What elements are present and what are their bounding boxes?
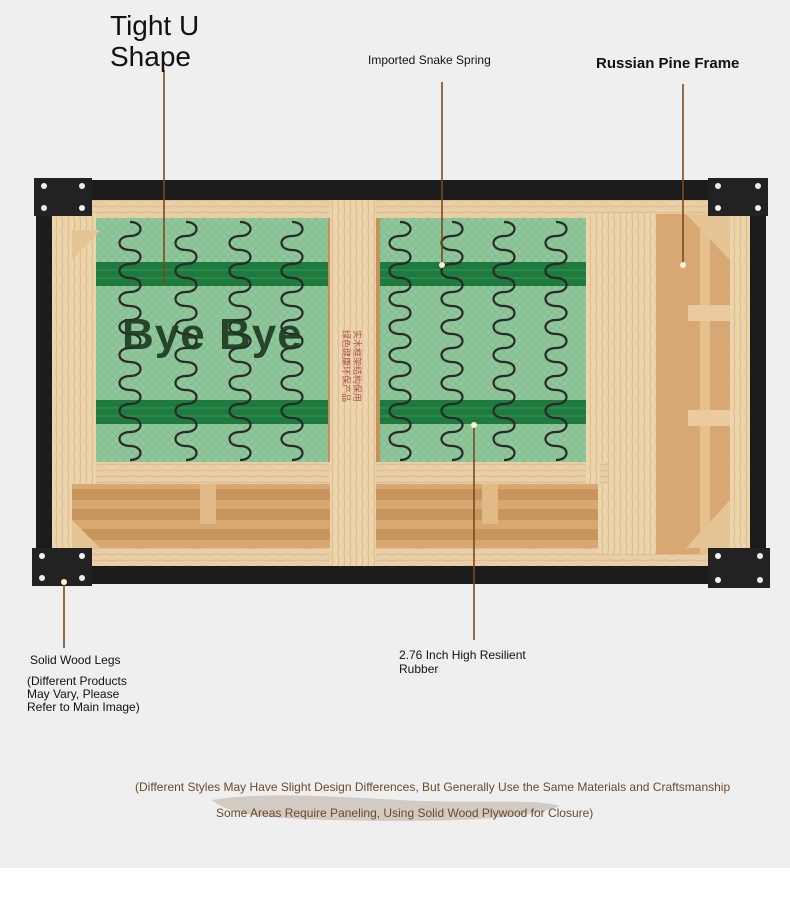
snake-springs <box>118 220 568 462</box>
legs-note: (Different Products May Vary, Please Ref… <box>27 675 140 714</box>
legs-note-line: May Vary, Please <box>27 687 120 701</box>
svg-text:绿色健康环保产品: 绿色健康环保产品 <box>340 330 352 402</box>
heading-line-2: Shape <box>110 41 191 72</box>
rubber-line-1: 2.76 Inch High Resilient <box>399 648 526 662</box>
snake-spring <box>280 220 304 462</box>
label-snake-spring: Imported Snake Spring <box>368 53 491 67</box>
footer-note-line-2: Some Areas Require Paneling, Using Solid… <box>216 806 594 820</box>
snake-spring <box>118 220 142 462</box>
snake-spring <box>440 220 464 462</box>
overlay-text: Bye Bye <box>122 310 303 359</box>
product-diagram: 绿色健康环保产品 实木框架结构保用 <box>0 0 790 868</box>
label-solid-wood-legs: Solid Wood Legs <box>30 653 121 667</box>
legs-note-line: Refer to Main Image) <box>27 700 140 714</box>
legs-note-line: (Different Products <box>27 674 127 688</box>
snake-spring <box>388 220 412 462</box>
sofa-frame-illustration: 绿色健康环保产品 实木框架结构保用 <box>32 70 770 821</box>
svg-text:实木框架结构保用: 实木框架结构保用 <box>351 330 363 402</box>
snake-spring <box>228 220 252 462</box>
snake-spring <box>492 220 516 462</box>
snake-spring <box>544 220 568 462</box>
footer-note-line-1: (Different Styles May Have Slight Design… <box>135 780 731 794</box>
heading-line-1: Tight U <box>110 10 200 41</box>
center-beam <box>330 200 376 566</box>
rubber-line-2: Rubber <box>399 662 439 676</box>
snake-spring <box>174 220 198 462</box>
label-resilient-rubber: 2.76 Inch High Resilient Rubber <box>399 648 526 676</box>
label-pine-frame: Russian Pine Frame <box>596 55 740 72</box>
heading-u-shape: Tight U Shape <box>110 10 199 72</box>
